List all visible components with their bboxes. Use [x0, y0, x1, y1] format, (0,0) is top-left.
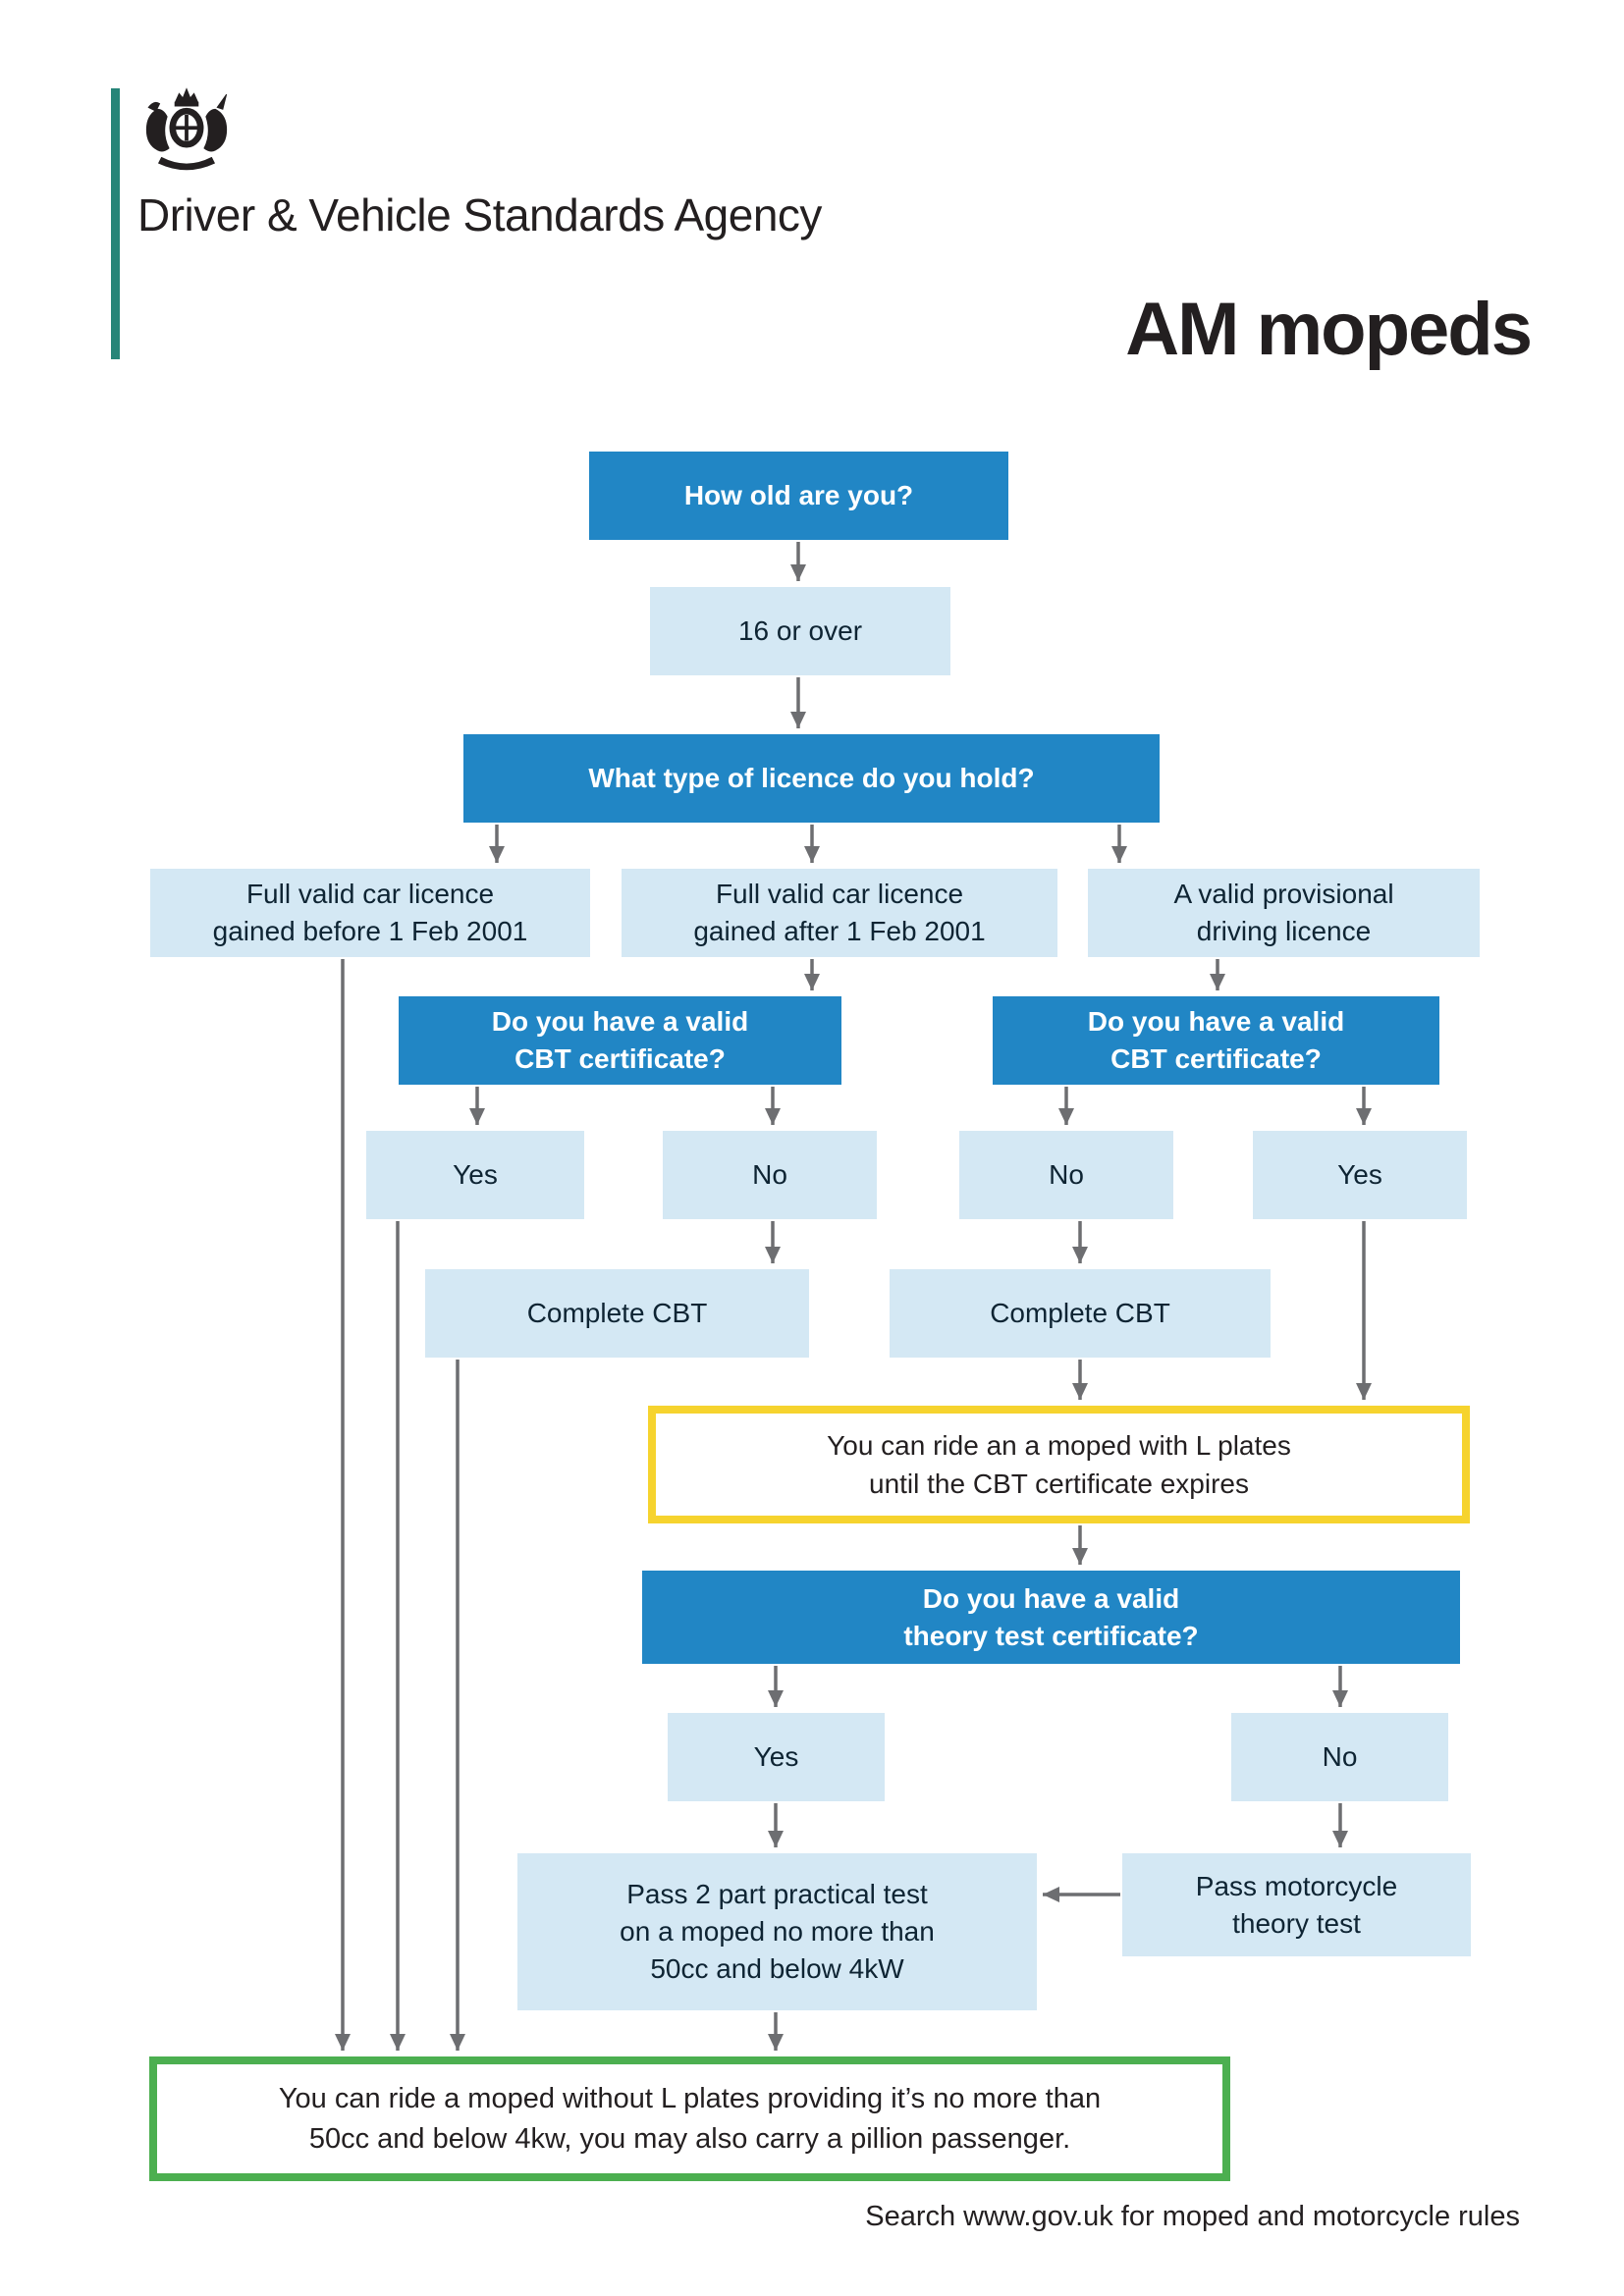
node-pass-practical-test: Pass 2 part practical test on a moped no… [517, 1853, 1037, 2010]
node-label: You can ride an a moped with L plates [827, 1430, 1291, 1461]
footer-note: Search www.gov.uk for moped and motorcyc… [865, 2201, 1520, 2232]
node-complete-cbt-left: Complete CBT [425, 1269, 809, 1358]
node-provisional-licence: A valid provisional driving licence [1088, 869, 1480, 957]
node-theory-test-question: Do you have a valid theory test certific… [642, 1571, 1460, 1664]
node-label: theory test [1232, 1907, 1361, 1939]
node-label: on a moped no more than [620, 1916, 935, 1947]
node-label: driving licence [1196, 916, 1372, 946]
agency-name-line: Driver & Vehicle [137, 189, 452, 240]
node-cbt-yes-right: Yes [1253, 1131, 1467, 1219]
node-cbt-question-left: Do you have a valid CBT certificate? [399, 996, 841, 1085]
node-full-licence-before-2001: Full valid car licence gained before 1 F… [150, 869, 590, 957]
node-label: until the CBT certificate expires [869, 1468, 1249, 1499]
brand-accent-bar [111, 88, 120, 359]
node-theory-yes: Yes [668, 1713, 885, 1801]
node-label: No [1049, 1159, 1084, 1190]
node-label: Complete CBT [526, 1298, 708, 1328]
node-label: Do you have a valid [1087, 1006, 1345, 1037]
node-licence-type-question: What type of licence do you hold? [463, 734, 1160, 823]
agency-name-line: Agency [674, 189, 822, 240]
node-how-old-are-you: How old are you? [589, 452, 1008, 540]
node-label: Yes [753, 1741, 799, 1772]
agency-name: Driver & Vehicle Standards Agency [137, 185, 822, 245]
node-label: gained after 1 Feb 2001 [693, 916, 986, 946]
royal-coat-of-arms-icon [145, 87, 228, 171]
node-label: Yes [1337, 1159, 1382, 1190]
node-label: You can ride a moped without L plates pr… [278, 2082, 1102, 2114]
node-16-or-over: 16 or over [650, 587, 950, 675]
node-label: No [752, 1159, 787, 1190]
node-label: A valid provisional [1173, 879, 1394, 909]
node-label: Complete CBT [990, 1298, 1170, 1328]
node-label: How old are you? [683, 480, 914, 510]
page-title: AM mopeds [1125, 288, 1533, 371]
node-ride-with-l-plates: You can ride an a moped with L plates un… [648, 1406, 1470, 1523]
node-label: CBT certificate? [514, 1043, 726, 1074]
node-label: Yes [453, 1159, 498, 1190]
node-label: Do you have a valid [491, 1006, 749, 1037]
node-complete-cbt-right: Complete CBT [890, 1269, 1271, 1358]
node-full-licence-after-2001: Full valid car licence gained after 1 Fe… [622, 869, 1057, 957]
node-cbt-yes-left: Yes [366, 1131, 584, 1219]
node-label: theory test certificate? [903, 1620, 1199, 1651]
node-label: No [1322, 1741, 1358, 1772]
node-cbt-no-left: No [663, 1131, 877, 1219]
node-label: Full valid car licence [245, 879, 495, 909]
node-theory-no: No [1231, 1713, 1448, 1801]
node-label: Pass motorcycle [1195, 1870, 1398, 1901]
node-label: 50cc and below 4kw, you may also carry a… [308, 2122, 1071, 2155]
node-pass-motorcycle-theory-test: Pass motorcycle theory test [1122, 1853, 1471, 1956]
node-label: What type of licence do you hold? [588, 763, 1035, 793]
agency-name-line: Standards [462, 189, 666, 240]
node-label: 50cc and below 4kW [650, 1953, 904, 1984]
node-label: Full valid car licence [715, 879, 964, 909]
node-cbt-question-right: Do you have a valid CBT certificate? [993, 996, 1439, 1085]
node-label: CBT certificate? [1110, 1043, 1322, 1074]
node-label: Pass 2 part practical test [626, 1879, 928, 1909]
node-label: 16 or over [737, 615, 863, 646]
node-ride-without-l-plates: You can ride a moped without L plates pr… [149, 2056, 1230, 2181]
node-label: gained before 1 Feb 2001 [212, 916, 528, 946]
node-label: Do you have a valid [922, 1582, 1180, 1614]
node-cbt-no-right: No [959, 1131, 1173, 1219]
